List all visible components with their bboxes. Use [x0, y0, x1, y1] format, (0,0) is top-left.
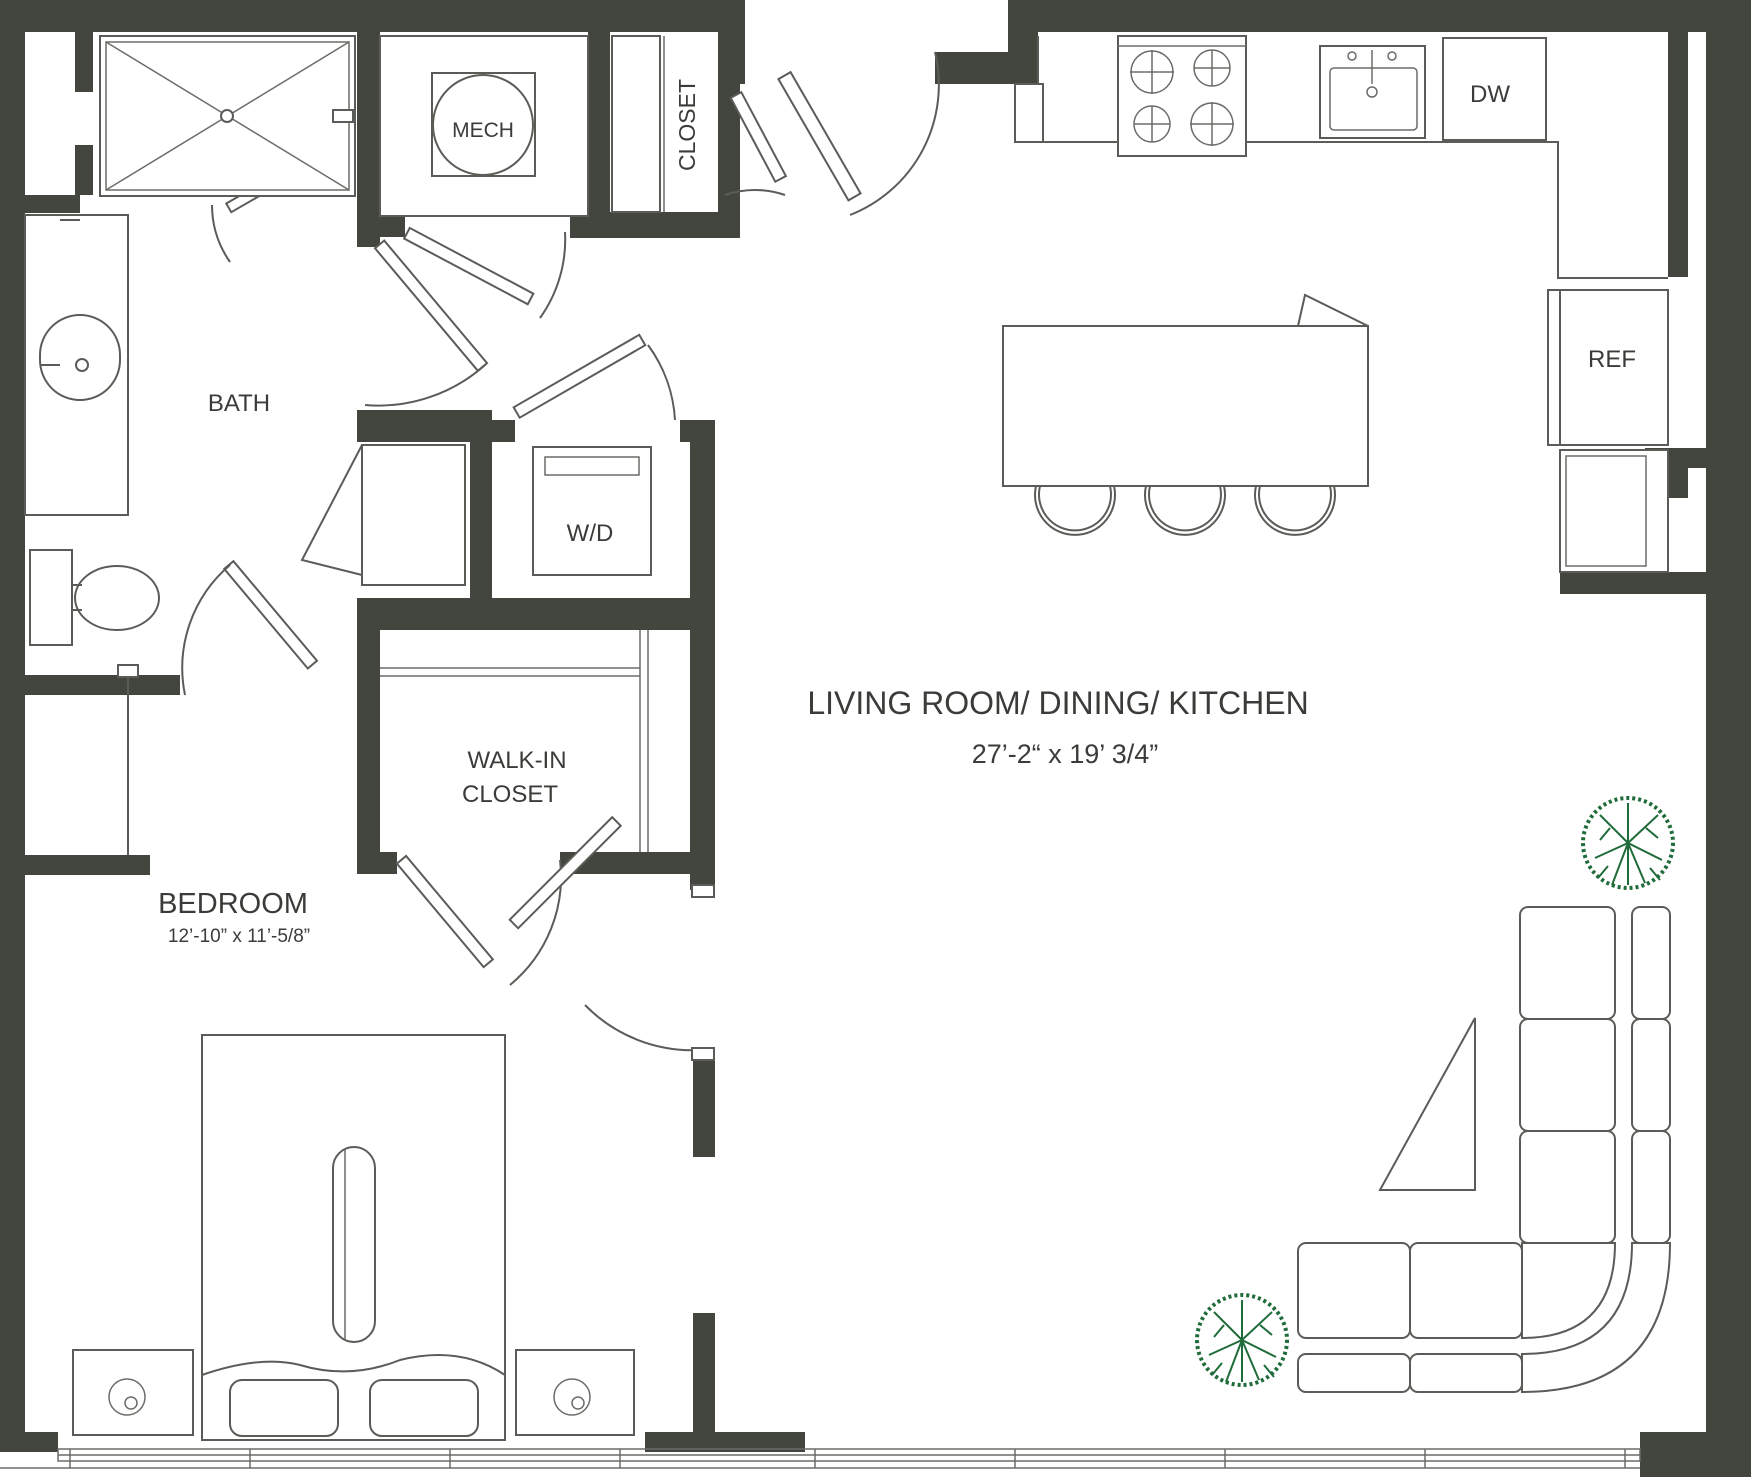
refrigerator: REF	[1547, 289, 1669, 446]
side-table	[1378, 1017, 1476, 1191]
stove-icon	[1117, 35, 1247, 157]
bath-towel-rail	[117, 664, 139, 855]
entry-door[interactable]	[777, 70, 862, 202]
shower-icon	[99, 35, 356, 197]
living-name: LIVING ROOM/ DINING/ KITCHEN	[807, 685, 1308, 721]
plant-icon	[1195, 1293, 1289, 1387]
ref-label: REF	[1588, 346, 1636, 373]
kitchen-counter	[1014, 36, 1668, 279]
linen-cabinet	[361, 444, 466, 586]
lamp-icon	[108, 1378, 146, 1416]
dw-label: DW	[1470, 81, 1510, 108]
bed-icon	[201, 1034, 506, 1441]
walkin-label-1: WALK-IN	[467, 747, 566, 774]
window-strip	[0, 1448, 1641, 1469]
lamp-icon	[553, 1378, 591, 1416]
closet-label: CLOSET	[674, 79, 700, 171]
bar-stools	[1034, 485, 1336, 536]
closet-door[interactable]	[729, 90, 788, 184]
kitchen-island	[1002, 293, 1369, 487]
nightstand-right	[515, 1349, 635, 1436]
bedroom-door[interactable]	[508, 815, 623, 930]
wd-door[interactable]	[512, 333, 647, 420]
dishwasher: DW	[1442, 37, 1547, 141]
mech-door[interactable]	[402, 226, 535, 306]
plant-icon	[1581, 796, 1675, 890]
washer-dryer: W/D	[532, 446, 652, 576]
bath-label: BATH	[208, 390, 270, 417]
bedroom-name: BEDROOM	[158, 888, 308, 920]
interior-walls	[25, 32, 740, 1433]
mech-label: MECH	[452, 119, 514, 142]
toilet-icon	[29, 549, 160, 646]
closet-room: CLOSET	[611, 35, 700, 213]
bedroom-dims: 12’-10” x 11’-5/8”	[168, 926, 310, 947]
walkin-label-2: CLOSET	[462, 781, 558, 808]
walkin-closet: WALK-IN CLOSET	[380, 630, 649, 852]
pantry-cabinet	[1559, 449, 1669, 573]
sofa-icon	[1297, 906, 1672, 1394]
mech-unit: MECH	[379, 35, 589, 217]
sink-icon	[1319, 45, 1426, 139]
living-dims: 27’-2“ x 19’ 3/4”	[972, 739, 1159, 769]
sink-vanity	[24, 214, 129, 516]
walkin-door[interactable]	[395, 854, 495, 969]
wd-label: W/D	[567, 520, 614, 547]
bedroom-bath-door[interactable]	[222, 559, 319, 670]
nightstand-left	[72, 1349, 194, 1436]
